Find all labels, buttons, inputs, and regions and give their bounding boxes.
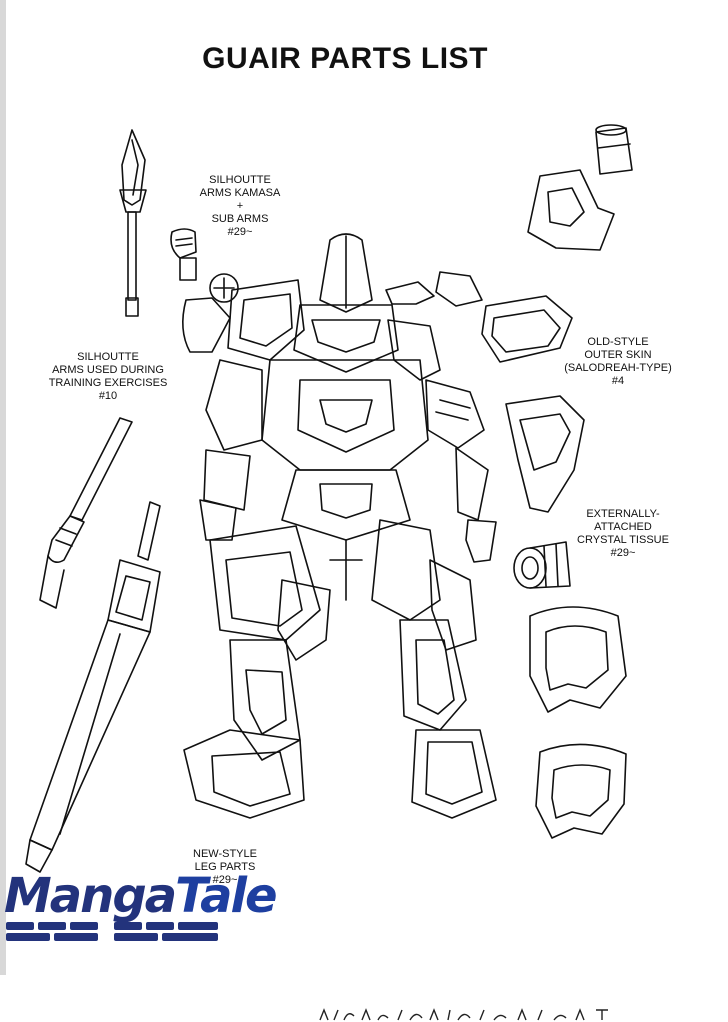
label-line: SUB ARMS xyxy=(211,213,269,225)
label-line: OUTER SKIN xyxy=(584,349,652,361)
label-line: CRYSTAL TISSUE xyxy=(577,534,669,546)
leg-armor-parts-illustration xyxy=(529,606,627,839)
outer-skin-parts-illustration xyxy=(385,124,633,513)
label-line: #4 xyxy=(611,375,625,387)
page-title: GUAIR PARTS LIST xyxy=(202,42,488,75)
label-leg-parts: NEW-STYLE LEG PARTS #29~ xyxy=(180,848,270,887)
label-training-arms: SILHOUTTE ARMS USED DURING TRAINING EXER… xyxy=(44,351,172,403)
label-line: #29~ xyxy=(227,226,253,238)
spear-illustration xyxy=(119,129,147,317)
label-line: #29~ xyxy=(212,874,238,886)
label-line: ATTACHED xyxy=(594,521,652,533)
label-outer-skin: OLD-STYLE OUTER SKIN (SALODREAH-TYPE) #4 xyxy=(560,336,676,388)
label-line: TRAINING EXERCISES xyxy=(48,377,168,389)
label-line: ARMS USED DURING xyxy=(52,364,164,376)
label-line: #29~ xyxy=(610,547,636,559)
label-kamasa-arms: SILHOUTTE ARMS KAMASA + SUB ARMS #29~ xyxy=(190,174,290,239)
label-line: #10 xyxy=(98,390,118,402)
watermark-part2: Tale xyxy=(175,868,277,924)
kamasa-arm-illustration xyxy=(170,228,239,353)
training-arm-illustration xyxy=(39,417,133,609)
label-crystal-tissue: EXTERNALLY- ATTACHED CRYSTAL TISSUE #29~ xyxy=(568,508,678,560)
label-line: SILHOUTTE xyxy=(209,174,271,186)
mecha-body-illustration xyxy=(183,233,497,819)
sword-illustration xyxy=(25,501,161,873)
label-line: (SALODREAH-TYPE) xyxy=(564,362,672,374)
label-line: + xyxy=(236,200,244,212)
cut-off-handwriting xyxy=(319,1008,608,1021)
mangatale-watermark-logo: MangaTale xyxy=(4,868,278,948)
label-line: ARMS KAMASA xyxy=(199,187,281,199)
watermark-part1: Manga xyxy=(4,868,177,924)
page-edge xyxy=(0,0,6,975)
label-line: LEG PARTS xyxy=(194,861,256,873)
label-line: NEW-STYLE xyxy=(193,848,257,860)
label-line: EXTERNALLY- xyxy=(586,508,660,520)
watermark-brick-base xyxy=(6,922,218,941)
label-line: OLD-STYLE xyxy=(587,336,649,348)
watermark-text: MangaTale xyxy=(4,868,278,924)
label-line: SILHOUTTE xyxy=(77,351,139,363)
crystal-tissue-illustration xyxy=(513,541,571,589)
